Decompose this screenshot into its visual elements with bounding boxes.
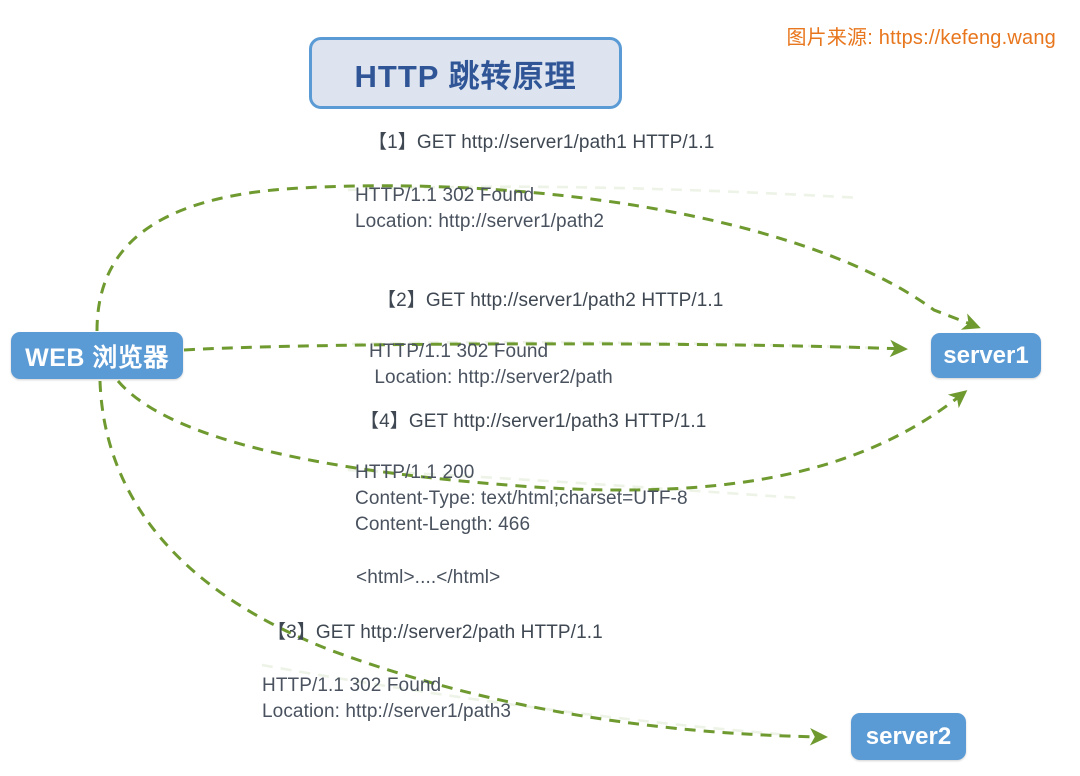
message-response-4-body: <html>....</html> (356, 567, 501, 588)
message-request-2: 【2】GET http://server1/path2 HTTP/1.1 (377, 290, 724, 311)
diagram-title-box: HTTP 跳转原理 (309, 37, 622, 109)
message-response-3: HTTP/1.1 302 Found Location: http://serv… (262, 675, 512, 722)
node-web-browser-label: WEB 浏览器 (25, 343, 169, 372)
page-title: HTTP 跳转原理 (354, 58, 577, 94)
node-server1[interactable]: server1 (931, 333, 1041, 378)
node-server2-label: server2 (865, 722, 952, 750)
message-response-1: HTTP/1.1 302 Found Location: http://serv… (355, 185, 605, 232)
node-server1-label: server1 (943, 341, 1029, 369)
message-response-4: HTTP/1.1 200 Content-Type: text/html;cha… (355, 462, 688, 535)
source-watermark: 图片来源: https://kefeng.wang (786, 27, 1056, 49)
node-server2[interactable]: server2 (851, 713, 966, 760)
node-web-browser[interactable]: WEB 浏览器 (11, 332, 183, 379)
message-request-4: 【4】GET http://server1/path3 HTTP/1.1 (360, 411, 707, 432)
message-response-2: HTTP/1.1 302 Found Location: http://serv… (369, 341, 613, 388)
message-request-3: 【3】GET http://server2/path HTTP/1.1 (267, 622, 603, 643)
message-request-1: 【1】GET http://server1/path1 HTTP/1.1 (368, 132, 715, 153)
